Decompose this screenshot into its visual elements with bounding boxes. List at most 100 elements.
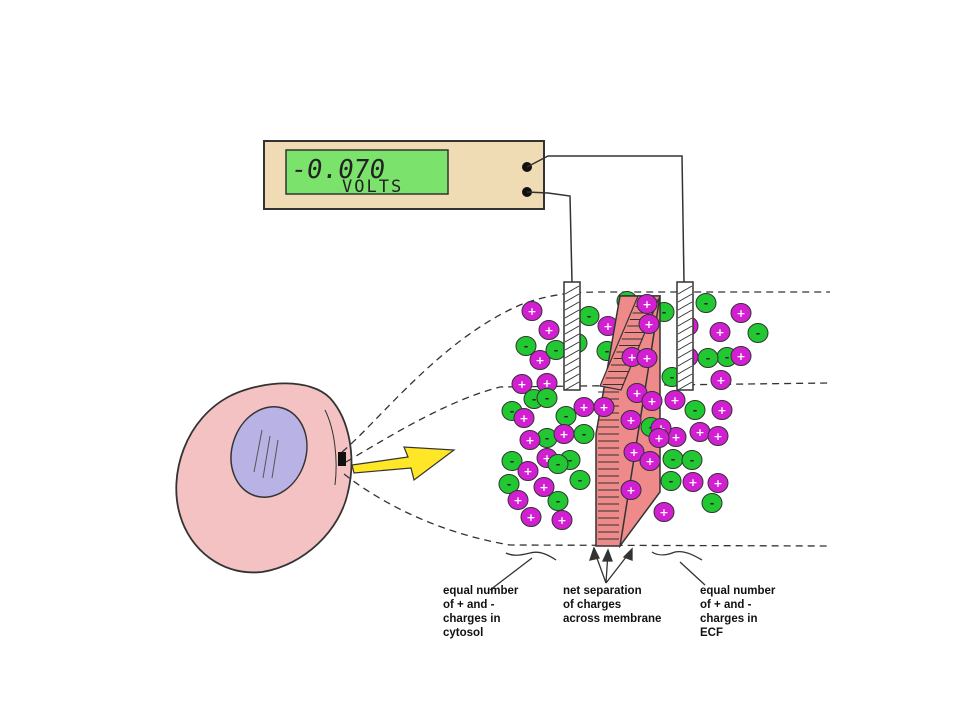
svg-text:+: + [535,354,544,367]
svg-text:+: + [715,326,724,339]
cation-ion: + [521,301,543,321]
voltmeter-unit: VOLTS [342,177,403,197]
cation-ion: + [664,390,686,410]
svg-text:-: - [710,497,715,510]
label-pointers [489,546,706,591]
svg-text:-: - [524,340,529,353]
anion-ion: - [545,340,567,360]
svg-text:+: + [627,351,636,364]
ecf-pointer [679,561,706,586]
cation-ion: + [711,400,733,420]
svg-text:+: + [645,455,654,468]
svg-text:-: - [568,454,573,467]
cytosol-label: equal number of + and - charges in cytos… [443,585,519,639]
cation-ion: + [597,316,619,336]
svg-text:+: + [713,477,722,490]
anion-ion: - [555,406,577,426]
electrode-wires [526,155,685,283]
anion-ion: - [747,323,769,343]
svg-text:+: + [632,387,641,400]
svg-text:+: + [659,506,668,519]
svg-text:+: + [670,394,679,407]
anion-ion: - [662,449,684,469]
svg-text:+: + [559,428,568,441]
cation-ion: + [639,451,661,471]
cation-ion: + [641,391,663,411]
cation-ion: + [648,428,670,448]
svg-text:-: - [545,432,550,445]
cation-ion: + [689,422,711,442]
cation-ion: + [638,314,660,334]
cation-ion: + [593,397,615,417]
cation-ion: + [553,424,575,444]
cation-ion: + [529,350,551,370]
svg-text:+: + [695,426,704,439]
svg-text:+: + [716,374,725,387]
cation-ion: + [507,490,529,510]
svg-text:+: + [544,324,553,337]
cation-ion: + [573,397,595,417]
svg-text:-: - [510,455,515,468]
cell [175,382,353,574]
anion-ion: - [697,348,719,368]
cation-ion: + [551,510,573,530]
svg-text:-: - [587,310,592,323]
membrane-label: net separation of charges across membran… [563,585,662,625]
svg-text:+: + [642,352,651,365]
anion-ion: - [501,451,523,471]
ecf-label: equal number of + and - charges in ECF [700,585,776,639]
svg-text:+: + [526,511,535,524]
svg-text:-: - [704,297,709,310]
svg-text:+: + [525,434,534,447]
svg-text:+: + [629,446,638,459]
cation-ion: + [710,370,732,390]
svg-text:+: + [736,307,745,320]
cation-ion: + [620,410,642,430]
anion-ion: - [684,400,706,420]
svg-text:-: - [662,306,667,319]
cation-ion: + [620,480,642,500]
svg-text:+: + [539,481,548,494]
anion-ion: - [573,424,595,444]
svg-text:+: + [527,305,536,318]
svg-text:+: + [517,378,526,391]
electrode-right [676,281,694,391]
cation-ion: + [730,346,752,366]
svg-text:+: + [626,484,635,497]
cell-inner-membrane [324,409,337,486]
nucleus-shading [253,429,279,479]
anion-ion: - [536,388,558,408]
svg-text:+: + [523,465,532,478]
svg-text:-: - [693,404,698,417]
anion-ion: - [515,336,537,356]
svg-text:+: + [542,452,551,465]
cation-ion: + [682,472,704,492]
cation-ion: + [636,294,658,314]
svg-text:+: + [603,320,612,333]
cytosol-brace [505,551,557,561]
svg-text:-: - [582,428,587,441]
svg-text:+: + [671,431,680,444]
svg-text:+: + [519,412,528,425]
nucleus [230,406,308,498]
svg-text:+: + [713,430,722,443]
svg-text:-: - [510,405,515,418]
cation-ion: + [517,461,539,481]
svg-text:-: - [556,458,561,471]
anion-ion: - [681,450,703,470]
svg-text:-: - [690,454,695,467]
svg-text:-: - [578,474,583,487]
svg-text:+: + [647,395,656,408]
svg-text:-: - [725,351,730,364]
voltmeter-display [285,149,449,195]
cation-ion: + [513,408,535,428]
voltmeter: -0.070 VOLTS [263,140,545,210]
ions: ++-+---+---+-++--++--+++---+-+-+-+++----… [498,291,769,530]
svg-text:-: - [545,392,550,405]
cation-ion: + [707,426,729,446]
svg-text:-: - [564,410,569,423]
anion-ion: - [547,491,569,511]
cation-ion: + [533,477,555,497]
svg-text:+: + [513,494,522,507]
